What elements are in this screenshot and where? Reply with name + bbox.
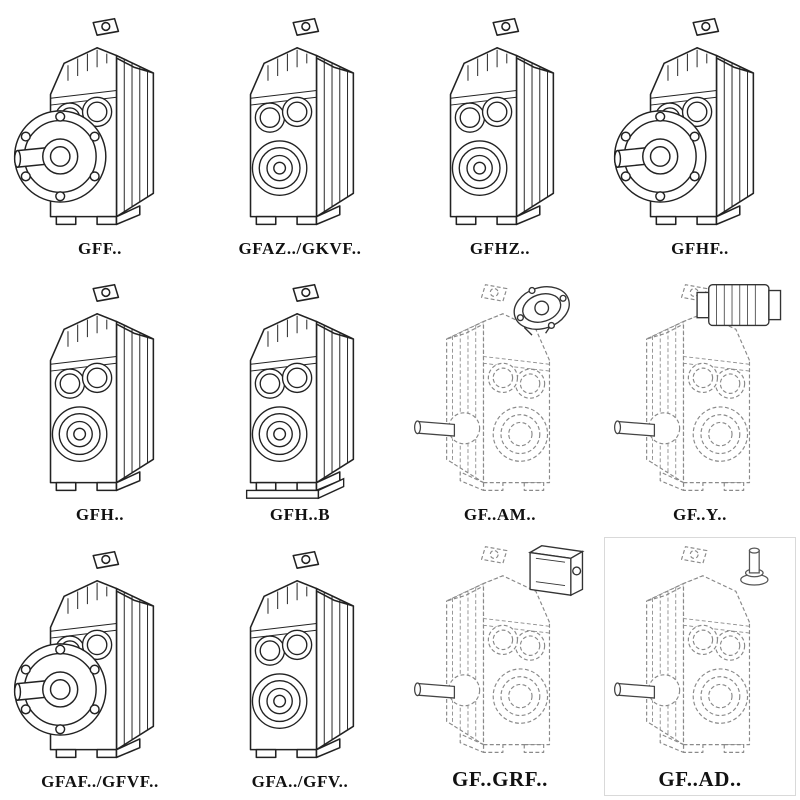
model-label: GFF.. [78,238,122,258]
catalog-item-gfaf-gfvf: GFAF../GFVF.. [0,533,200,800]
model-label: GFH.. [75,505,125,524]
catalog-item-gf-grf: GF..GRF.. [400,533,600,800]
hollow-shaft-foot-gearbox-icon [245,283,355,499]
model-label: GFAF../GFVF.. [41,772,159,791]
catalog-item-gf-ad: GF..AD.. [600,533,800,800]
flange-output-gearbox-icon [613,17,755,225]
flange-output-gearbox-icon [13,17,155,225]
model-label: GFA../GFV.. [251,772,349,791]
model-label: GFHZ.. [469,238,531,258]
catalog-item-gfhf: GFHF.. [600,0,800,267]
catalog-item-gf-am: GF..AM.. [400,267,600,534]
gearbox-with-motor-icon [613,284,782,492]
catalog-item-gf-y: GF..Y.. [600,267,800,534]
hollow-shaft-gearbox-icon [49,283,155,492]
gearbox-with-input-flange-icon [413,279,576,492]
flange-output-gearbox-icon [13,550,155,759]
model-label: GFH..B [269,505,331,524]
hollow-shaft-gearbox-icon [249,17,355,225]
gearbox-with-input-adapter-icon [413,545,584,754]
model-label: GF..AD.. [658,767,742,791]
catalog-item-gfh-b: GFH..B [200,267,400,534]
catalog-item-gfaz-gkvf: GFAZ../GKVF.. [200,0,400,267]
model-label: GF..Y.. [673,505,727,524]
catalog-item-gfh: GFH.. [0,267,200,534]
model-label: GFAZ../GKVF.. [238,238,362,258]
model-label: GF..GRF.. [451,767,549,791]
catalog-item-gfhz: GFHZ.. [400,0,600,267]
gearbox-with-input-shaft-icon [613,546,769,754]
catalog-item-gfa-gfv: GFA../GFV.. [200,533,400,800]
model-label: GF..AM.. [463,505,537,524]
model-label: GFHF.. [671,238,729,258]
catalog-item-gff: GFF.. [0,0,200,267]
hollow-shaft-gearbox-icon [449,17,555,225]
hollow-shaft-gearbox-icon [249,550,355,759]
